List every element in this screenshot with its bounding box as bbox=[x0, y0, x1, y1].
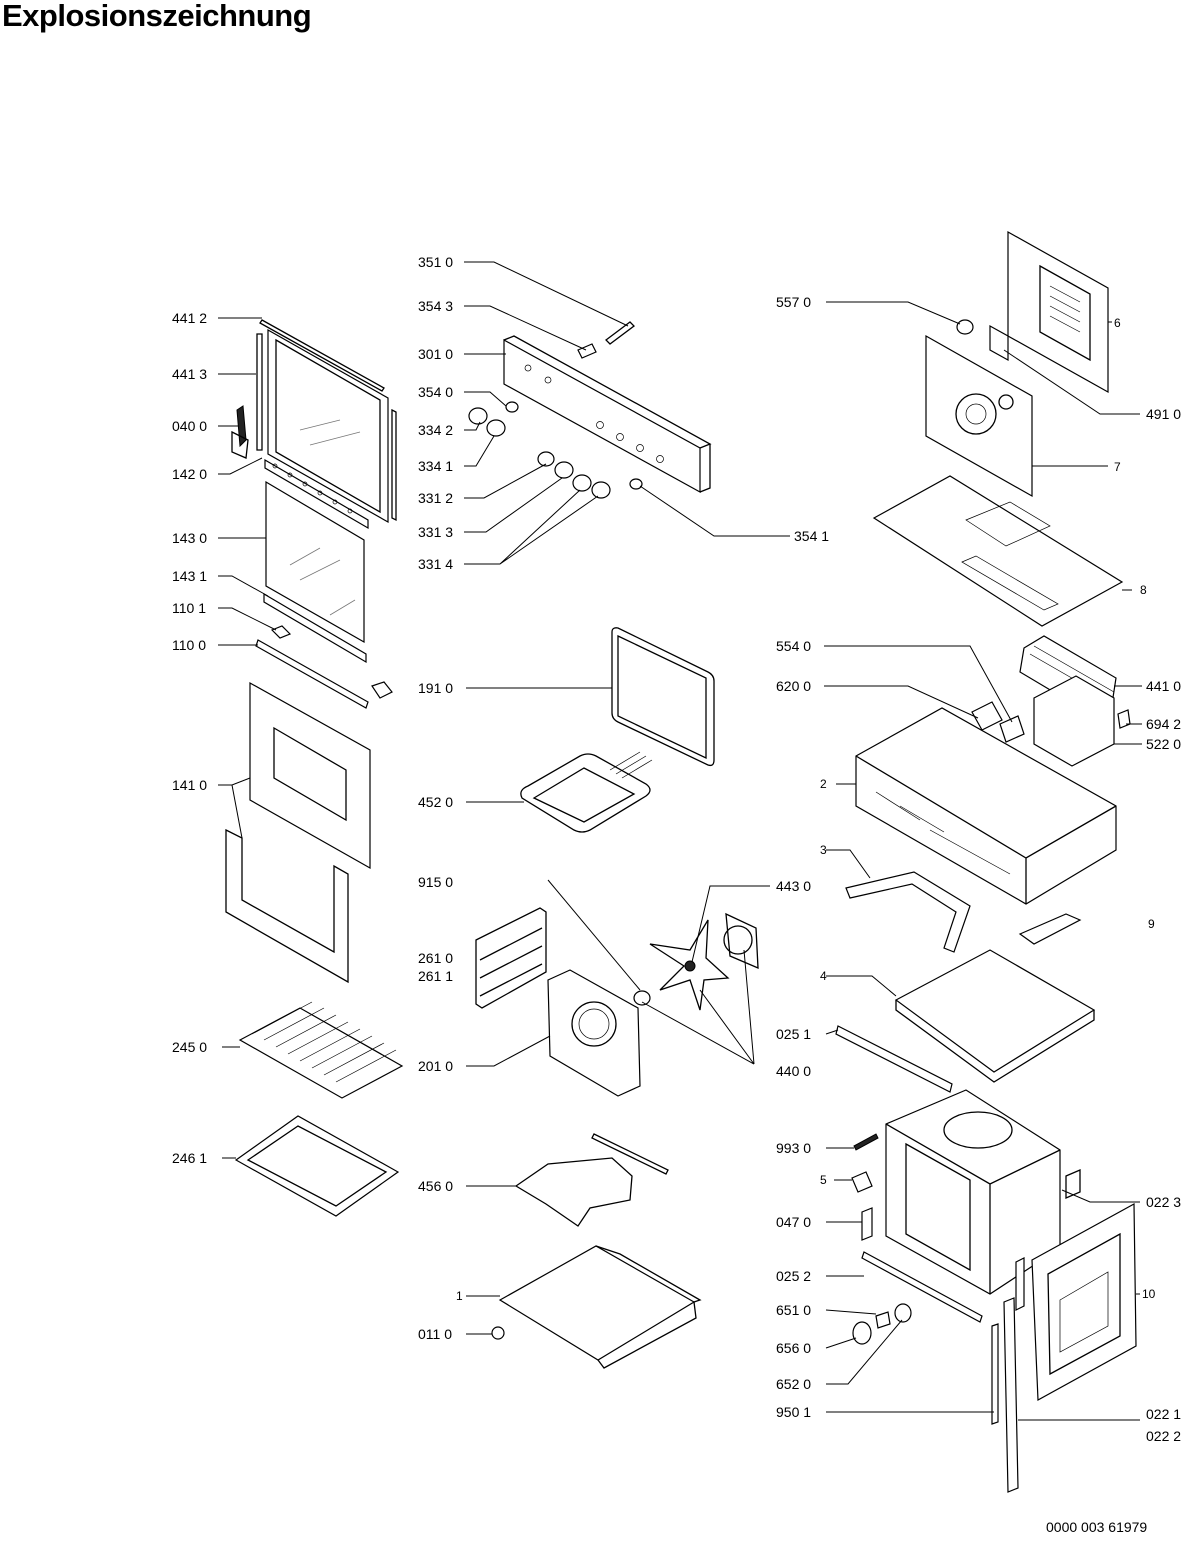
label-8: 8 bbox=[1140, 583, 1147, 597]
label-1: 1 bbox=[456, 1289, 463, 1303]
label-452-0: 452 0 bbox=[418, 794, 453, 810]
oven-cavity-parts bbox=[475, 627, 759, 1369]
label-354-3: 354 3 bbox=[418, 298, 453, 314]
label-993-0: 993 0 bbox=[776, 1140, 811, 1156]
label-620-0: 620 0 bbox=[776, 678, 811, 694]
document-number: 0000 003 61979 bbox=[1046, 1519, 1148, 1535]
leader-lines bbox=[218, 261, 1142, 1421]
label-354-0: 354 0 bbox=[418, 384, 453, 400]
part-number-labels: 441 2 441 3 040 0 142 0 143 0 143 1 110 … bbox=[172, 254, 1181, 1444]
label-9: 9 bbox=[1148, 917, 1155, 931]
label-331-3: 331 3 bbox=[418, 524, 453, 540]
label-191-0: 191 0 bbox=[418, 680, 453, 696]
label-334-2: 334 2 bbox=[418, 422, 453, 438]
label-246-1: 246 1 bbox=[172, 1150, 207, 1166]
label-351-0: 351 0 bbox=[418, 254, 453, 270]
label-440-0: 440 0 bbox=[776, 1063, 811, 1079]
label-354-1: 354 1 bbox=[794, 528, 829, 544]
page-title: Explosionszeichnung bbox=[2, 0, 312, 33]
label-522-0: 522 0 bbox=[1146, 736, 1181, 752]
label-201-0: 201 0 bbox=[418, 1058, 453, 1074]
label-040-0: 040 0 bbox=[172, 418, 207, 434]
label-022-2: 022 2 bbox=[1146, 1428, 1181, 1444]
label-301-0: 301 0 bbox=[418, 346, 453, 362]
label-656-0: 656 0 bbox=[776, 1340, 811, 1356]
label-441-0: 441 0 bbox=[1146, 678, 1181, 694]
label-022-1: 022 1 bbox=[1146, 1406, 1181, 1422]
label-261-1: 261 1 bbox=[418, 968, 453, 984]
label-10: 10 bbox=[1142, 1287, 1156, 1301]
label-441-3: 441 3 bbox=[172, 366, 207, 382]
label-025-1: 025 1 bbox=[776, 1026, 811, 1042]
label-443-0: 443 0 bbox=[776, 878, 811, 894]
label-554-0: 554 0 bbox=[776, 638, 811, 654]
door-assembly bbox=[225, 319, 404, 1217]
label-025-2: 025 2 bbox=[776, 1268, 811, 1284]
label-557-0: 557 0 bbox=[776, 294, 811, 310]
label-950-1: 950 1 bbox=[776, 1404, 811, 1420]
label-011-0: 011 0 bbox=[418, 1326, 452, 1342]
label-491-0: 491 0 bbox=[1146, 406, 1181, 422]
label-331-4: 331 4 bbox=[418, 556, 453, 572]
label-6: 6 bbox=[1114, 316, 1121, 330]
label-331-2: 331 2 bbox=[418, 490, 453, 506]
housing-assembly bbox=[835, 230, 1137, 1493]
label-141-0: 141 0 bbox=[172, 777, 207, 793]
label-915-0: 915 0 bbox=[418, 874, 453, 890]
label-652-0: 652 0 bbox=[776, 1376, 811, 1392]
label-142-0: 142 0 bbox=[172, 466, 207, 482]
label-3: 3 bbox=[820, 843, 827, 857]
label-022-3: 022 3 bbox=[1146, 1194, 1181, 1210]
label-143-1: 143 1 bbox=[172, 568, 207, 584]
label-4: 4 bbox=[820, 969, 827, 983]
label-441-2: 441 2 bbox=[172, 310, 207, 326]
label-5: 5 bbox=[820, 1173, 827, 1187]
label-261-0: 261 0 bbox=[418, 950, 453, 966]
label-694-2: 694 2 bbox=[1146, 716, 1181, 732]
label-334-1: 334 1 bbox=[418, 458, 453, 474]
control-panel-assembly bbox=[468, 321, 712, 499]
label-110-0: 110 0 bbox=[172, 637, 206, 653]
label-143-0: 143 0 bbox=[172, 530, 207, 546]
label-2: 2 bbox=[820, 777, 827, 791]
label-7: 7 bbox=[1114, 460, 1121, 474]
label-110-1: 110 1 bbox=[172, 600, 206, 616]
label-047-0: 047 0 bbox=[776, 1214, 811, 1230]
label-651-0: 651 0 bbox=[776, 1302, 811, 1318]
label-456-0: 456 0 bbox=[418, 1178, 453, 1194]
label-245-0: 245 0 bbox=[172, 1039, 207, 1055]
